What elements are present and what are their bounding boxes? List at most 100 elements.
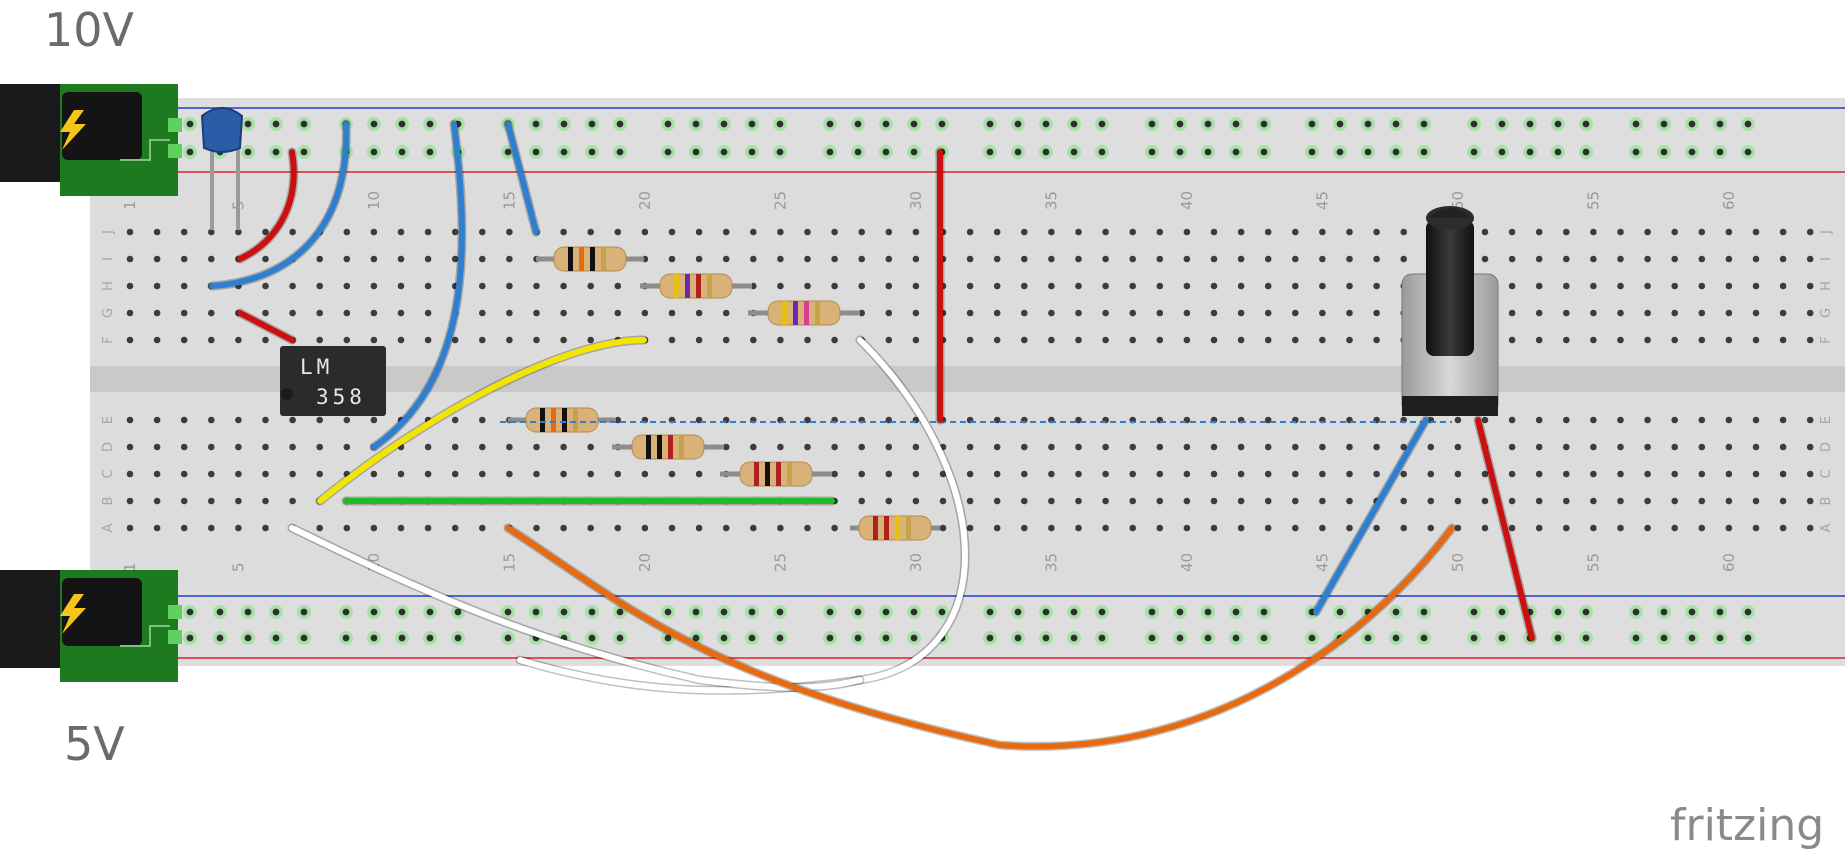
breadboard-hole: [1210, 336, 1218, 344]
breadboard-hole: [993, 470, 1001, 478]
breadboard-hole: [1237, 497, 1245, 505]
breadboard-hole: [1779, 309, 1787, 317]
breadboard-hole: [1183, 255, 1191, 263]
breadboard-hole: [695, 255, 703, 263]
breadboard-hole: [1346, 309, 1353, 317]
breadboard-hole: [614, 309, 622, 317]
breadboard-hole: [1373, 443, 1380, 451]
breadboard-hole: [641, 524, 649, 532]
breadboard-hole: [1508, 470, 1516, 478]
breadboard-hole: [1725, 497, 1733, 505]
breadboard-hole: [1779, 255, 1787, 263]
breadboard-hole: [262, 309, 269, 317]
rail-hole: [504, 634, 512, 642]
breadboard-hole: [804, 443, 811, 451]
breadboard-hole: [1183, 309, 1191, 317]
rail-hole: [1204, 608, 1212, 616]
breadboard-hole: [614, 282, 622, 290]
column-number-bottom: 5: [229, 562, 247, 572]
row-letter: E: [1819, 416, 1834, 424]
rail-hole: [588, 120, 596, 128]
breadboard-hole: [912, 309, 920, 317]
rail-hole: [692, 608, 700, 616]
breadboard-hole: [1590, 524, 1597, 532]
column-number-top: 35: [1042, 191, 1060, 210]
rail-hole: [664, 634, 672, 642]
rail-hole: [1070, 120, 1078, 128]
row-letter: J: [101, 230, 116, 235]
breadboard-hole: [1698, 416, 1706, 424]
breadboard-hole: [858, 255, 865, 263]
rail-hole: [938, 608, 946, 616]
breadboard-hole: [208, 309, 215, 317]
breadboard-hole: [424, 228, 432, 236]
breadboard-hole: [1183, 524, 1191, 532]
rail-hole: [1308, 120, 1316, 128]
breadboard-hole: [1779, 497, 1787, 505]
rail-hole: [1582, 608, 1590, 616]
rail-hole: [272, 120, 280, 128]
breadboard-hole: [1129, 255, 1136, 263]
rail-hole: [1364, 120, 1372, 128]
rail-hole: [826, 120, 834, 128]
column-number-bottom: 20: [636, 553, 654, 572]
breadboard-hole: [208, 416, 215, 424]
breadboard-hole: [208, 497, 215, 505]
rail-hole: [1582, 148, 1590, 156]
rail-hole: [1098, 608, 1106, 616]
rail-hole: [986, 634, 994, 642]
breadboard-hole: [966, 443, 974, 451]
breadboard-hole: [424, 309, 432, 317]
breadboard-hole: [316, 524, 324, 532]
breadboard-hole: [126, 524, 134, 532]
breadboard-hole: [370, 282, 378, 290]
breadboard-hole: [1698, 282, 1706, 290]
breadboard-hole: [479, 255, 486, 263]
rail-hole: [1392, 634, 1400, 642]
column-number-bottom: 45: [1313, 553, 1331, 572]
breadboard-hole: [804, 228, 811, 236]
rail-hole: [398, 634, 406, 642]
breadboard-hole: [316, 470, 324, 478]
breadboard-hole: [1048, 497, 1055, 505]
rail-hole: [1660, 608, 1668, 616]
row-letter: C: [1819, 469, 1834, 478]
breadboard-hole: [1671, 416, 1678, 424]
wires: [207, 119, 1537, 751]
rail-hole: [1070, 608, 1078, 616]
breadboard-hole: [180, 416, 188, 424]
breadboard-hole: [1725, 524, 1733, 532]
rail-hole: [300, 148, 308, 156]
breadboard-hole: [1319, 309, 1326, 317]
breadboard-hole: [1048, 255, 1055, 263]
breadboard-hole: [1264, 336, 1272, 344]
breadboard-hole: [1373, 336, 1380, 344]
rail-hole: [560, 608, 568, 616]
resistors: [508, 246, 940, 541]
rail-hole: [1070, 634, 1078, 642]
breadboard-hole: [1752, 309, 1760, 317]
resistor: [720, 461, 832, 487]
breadboard-hole: [262, 255, 269, 263]
breadboard-hole: [153, 282, 161, 290]
rail-hole: [1420, 608, 1428, 616]
breadboard-hole: [560, 282, 567, 290]
wire-yellow: [315, 335, 649, 506]
column-number-bottom: 40: [1178, 553, 1196, 572]
rail-hole: [1688, 120, 1696, 128]
rail-hole: [1014, 120, 1022, 128]
rail-hole: [1148, 634, 1156, 642]
breadboard-hole: [424, 470, 432, 478]
breadboard-hole: [1075, 282, 1082, 290]
breadboard-hole: [479, 336, 486, 344]
breadboard-hole: [1535, 309, 1543, 317]
rail-hole: [398, 608, 406, 616]
breadboard-hole: [1183, 336, 1191, 344]
rail-hole: [272, 608, 280, 616]
breadboard-hole: [1075, 228, 1082, 236]
breadboard-hole: [750, 524, 757, 532]
breadboard-hole: [1725, 336, 1733, 344]
breadboard-hole: [1021, 497, 1028, 505]
rail-hole: [1042, 148, 1050, 156]
